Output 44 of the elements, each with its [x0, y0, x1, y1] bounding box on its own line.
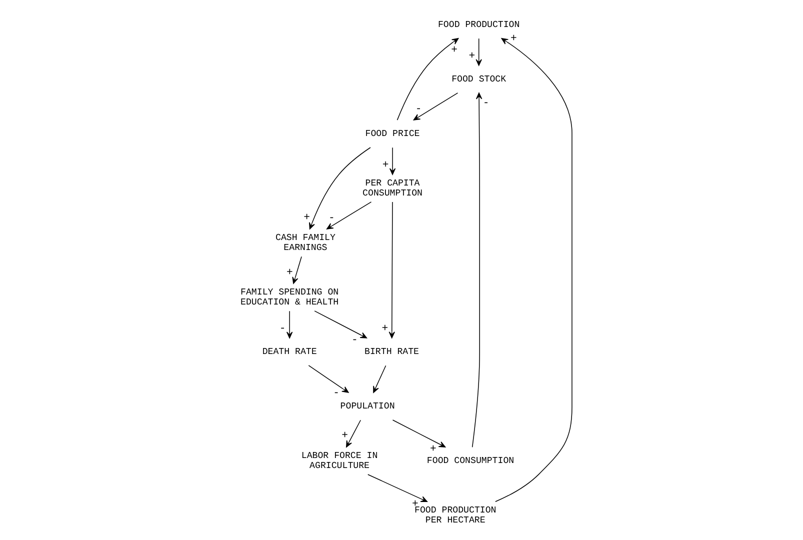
node-text: FAMILY SPENDING ON EDUCATION & HEALTH	[240, 286, 338, 308]
edge-label: -	[414, 104, 422, 116]
node-text: FOOD PRICE	[364, 128, 420, 140]
node-text: PER CAPITA CONSUMPTION	[362, 178, 422, 198]
arrow	[396, 38, 458, 120]
arrow	[392, 420, 446, 448]
edge-label: +	[341, 430, 348, 442]
node-text: LABOR FORCE IN AGRICULTURE	[300, 450, 378, 472]
arrow	[292, 256, 302, 284]
arrow	[367, 474, 427, 502]
arrow	[314, 310, 367, 338]
node-text: CASH FAMILY EARNINGS	[275, 232, 335, 254]
arrow	[494, 38, 572, 502]
edge-label: +	[430, 443, 436, 456]
arrow	[308, 365, 348, 393]
node-text: BIRTH RATE	[364, 346, 419, 358]
arrow	[412, 92, 458, 120]
arrow	[346, 420, 360, 448]
arrow	[388, 147, 396, 175]
edge-label: +	[303, 212, 310, 224]
edge-label: +	[381, 322, 388, 335]
node-text: FOOD STOCK	[451, 74, 506, 85]
edge-label: -	[278, 322, 286, 335]
arrow	[471, 92, 482, 448]
arrow	[308, 147, 370, 230]
edge-label: +	[382, 159, 388, 172]
edge-label: -	[332, 387, 339, 400]
arrow	[475, 38, 482, 66]
edge-label: +	[286, 266, 292, 279]
node-text: FOOD PRODUCTION	[437, 19, 520, 30]
node-text: FOOD CONSUMPTION	[426, 455, 514, 466]
node-text: DEATH RATE	[262, 346, 316, 358]
edge-label: +	[450, 44, 457, 57]
edge-label: +	[468, 50, 475, 62]
arrow	[372, 365, 386, 393]
edge-label: -	[350, 334, 358, 346]
edge-label: -	[482, 98, 489, 110]
node-text: FOOD PRODUCTION PER HECTARE	[414, 504, 496, 526]
edge-label: -	[328, 212, 334, 225]
arrow	[286, 310, 292, 338]
node-text: POPULATION	[340, 400, 394, 412]
arrow	[388, 202, 394, 338]
edge-label: +	[510, 32, 516, 45]
arrow	[326, 202, 372, 230]
